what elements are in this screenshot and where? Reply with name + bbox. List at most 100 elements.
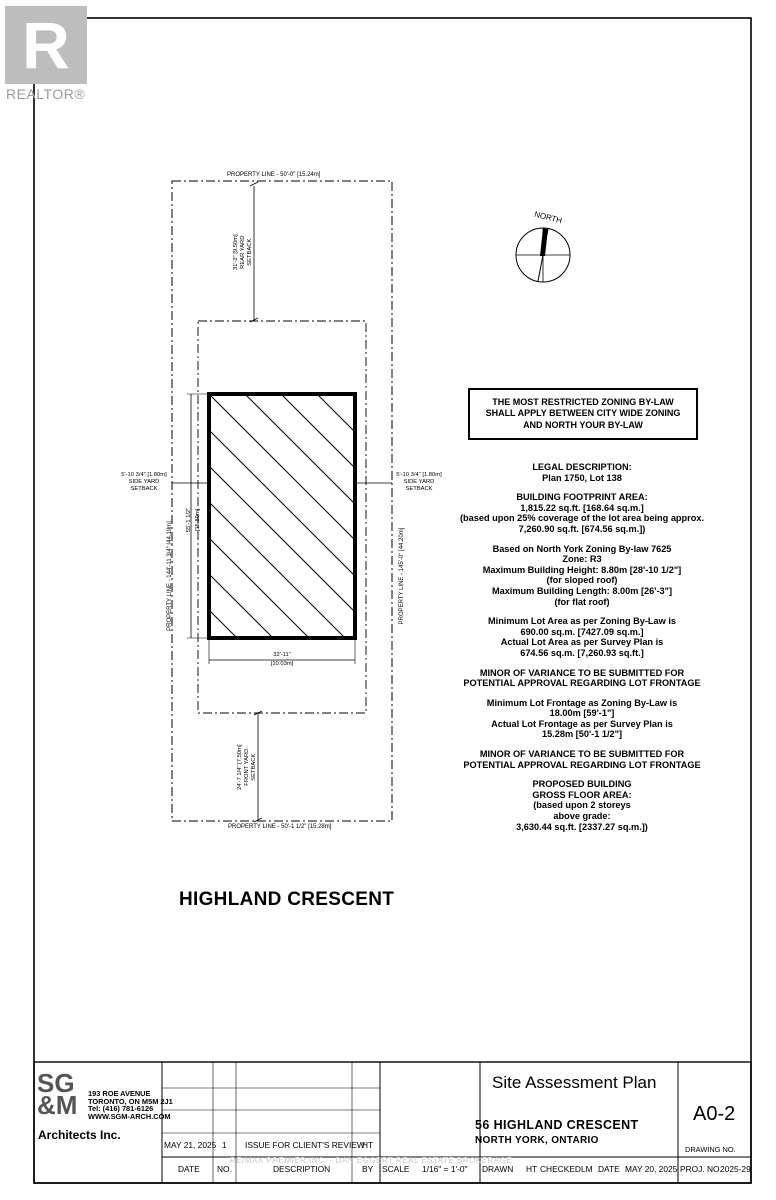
side-right-dimension: 5'-10 3/4" [1.80m] xyxy=(396,472,442,478)
note-line: (for sloped roof) xyxy=(546,575,618,586)
firm-address-line: 193 ROE AVENUE xyxy=(88,1089,151,1098)
project-address-line1: 56 HIGHLAND CRESCENT xyxy=(475,1118,639,1132)
building-depth-metric: [16.80m] xyxy=(195,508,201,532)
note-line: MINOR OF VARIANCE TO BE SUBMITTED FOR xyxy=(479,667,685,678)
street-name: HIGHLAND CRESCENT xyxy=(179,889,395,910)
drawn-value: HT xyxy=(526,1164,538,1174)
scale-value: 1/16" = 1'-0" xyxy=(422,1164,468,1174)
property-line-right-label: PROPERTY LINE - 145'-0" [44.20m] xyxy=(399,527,405,625)
firm-logo: SG &M xyxy=(37,1068,78,1120)
drawing-number: A0-2 xyxy=(693,1103,736,1125)
variance-note: MINOR OF VARIANCE TO BE SUBMITTED FOR PO… xyxy=(438,749,726,770)
variance-note: MINOR OF VARIANCE TO BE SUBMITTED FOR PO… xyxy=(438,668,726,689)
rear-setback-label: 31'-2" [9.50m] REAR YARD SETBACK xyxy=(233,217,253,287)
front-setback-dimension: 24'-7 1/4" [7.50m] xyxy=(236,744,243,790)
revision-description: ISSUE FOR CLIENT'S REVIEW xyxy=(245,1140,365,1150)
note-line: MINOR OF VARIANCE TO BE SUBMITTED FOR xyxy=(479,749,685,760)
note-line: (based upon 25% coverage of the lot area… xyxy=(459,513,705,524)
note-line: Based on North York Zoning By-law 7625 xyxy=(492,543,672,554)
note-line: 18.00m [59'-1"] xyxy=(549,708,615,719)
checked-label: CHECKED xyxy=(540,1164,581,1174)
side-right-sub: SETBACK xyxy=(405,485,433,492)
note-line: Minimum Lot Frontage as Zoning By-Law is xyxy=(486,697,678,708)
revision-by: HT xyxy=(362,1140,374,1150)
property-line-top-label: PROPERTY LINE - 50'-0" [15.24m] xyxy=(227,172,321,178)
gross-floor-area: PROPOSED BUILDING GROSS FLOOR AREA: (bas… xyxy=(438,779,726,832)
lot-area: Minimum Lot Area as per Zoning By-Law is… xyxy=(438,616,726,658)
note-line: 15.28m [50'-1 1/2"] xyxy=(541,729,623,740)
building-width-metric: [10.03m] xyxy=(270,661,294,667)
drawn-label: DRAWN xyxy=(482,1164,514,1174)
property-line-left-label: PROPERTY LINE - 144'-11 3/4" [44.19m] xyxy=(167,521,173,631)
setback-line xyxy=(197,320,367,714)
note-line: Maximum Building Height: 8.80m [28'-10 1… xyxy=(482,564,682,575)
zoning-note-box: THE MOST RESTRICTED ZONING BY-LAW SHALL … xyxy=(468,388,698,440)
side-right-label: 5'-10 3/4" [1.80m] SIDE YARD SETBACK xyxy=(387,472,451,492)
note-line: Zone: R3 xyxy=(562,554,602,565)
header-no: NO. xyxy=(217,1164,232,1174)
side-left-title: SIDE YARD xyxy=(128,478,160,485)
scale-label: SCALE xyxy=(382,1164,410,1174)
front-setback-title: FRONT YARD xyxy=(243,748,250,786)
zoning-note-line: AND NORTH YOUR BY-LAW xyxy=(523,419,643,430)
note-line: Plan 1750, Lot 138 xyxy=(542,472,622,483)
side-left-dimension: 5'-10 3/4" [1.80m] xyxy=(121,472,167,478)
property-line-bottom-label: PROPERTY LINE - 50'-1 1/2" [15.28m] xyxy=(228,824,332,830)
front-setback-sub: SETBACK xyxy=(250,753,257,781)
building-footprint xyxy=(207,392,357,640)
date-value: MAY 20, 2025 xyxy=(625,1164,678,1174)
brokerage-watermark: RE/MAX PREMIER INC. - DAN EGGERT REAL ES… xyxy=(230,1156,513,1165)
checked-value: LM xyxy=(581,1164,593,1174)
proj-value: 2025-29 xyxy=(720,1164,751,1174)
header-by: BY xyxy=(362,1164,374,1174)
note-line: POTENTIAL APPROVAL REGARDING LOT FRONTAG… xyxy=(463,678,701,689)
firm-address-line: WWW.SGM-ARCH.COM xyxy=(88,1111,171,1121)
note-line: GROSS FLOOR AREA: xyxy=(532,789,632,800)
note-line: PROPOSED BUILDING xyxy=(532,779,632,790)
revision-date: MAY 21, 2025 xyxy=(164,1140,217,1150)
note-line: (for flat roof) xyxy=(554,596,610,607)
note-line: Actual Lot Frontage as per Survey Plan i… xyxy=(491,718,673,729)
footprint-area: BUILDING FOOTPRINT AREA: 1,815.22 sq.ft.… xyxy=(438,492,726,534)
note-line: 1,815.22 sq.ft. [168.64 sq.m.] xyxy=(520,502,644,513)
north-arrow-icon xyxy=(515,227,571,283)
note-line: above grade: xyxy=(553,811,611,822)
realtor-logo-icon xyxy=(5,6,87,84)
rear-setback-title: REAR YARD xyxy=(239,235,246,269)
firm-address-line: TORONTO, ON M5M 2J1 xyxy=(88,1096,173,1106)
site-notes: LEGAL DESCRIPTION: Plan 1750, Lot 138 BU… xyxy=(438,462,726,841)
note-line: 3,630.44 sq.ft. [2337.27 sq.m.]) xyxy=(516,821,648,832)
zoning-bylaw: Based on North York Zoning By-law 7625 Z… xyxy=(438,544,726,608)
proj-label: PROJ. NO. xyxy=(680,1164,722,1174)
property-line xyxy=(171,180,393,822)
plan-title: Site Assessment Plan xyxy=(492,1073,657,1092)
note-line: LEGAL DESCRIPTION: xyxy=(532,462,632,472)
lot-frontage: Minimum Lot Frontage as Zoning By-Law is… xyxy=(438,698,726,740)
rear-setback-dimension: 31'-2" [9.50m] xyxy=(232,234,239,271)
side-left-label: 5'-10 3/4" [1.80m] SIDE YARD SETBACK xyxy=(112,472,176,492)
zoning-note-line: SHALL APPLY BETWEEN CITY WIDE ZONING xyxy=(485,408,681,419)
zoning-note-line: THE MOST RESTRICTED ZONING BY-LAW xyxy=(492,396,674,407)
legal-description: LEGAL DESCRIPTION: Plan 1750, Lot 138 xyxy=(438,462,726,483)
front-setback-label: 24'-7 1/4" [7.50m] FRONT YARD SETBACK xyxy=(237,732,257,802)
building-width-imperial: 32'-11" xyxy=(273,652,291,658)
note-line: Maximum Building Length: 8.00m [26'-3"] xyxy=(491,585,673,596)
firm-address-line: Tel: (416) 781-6126 xyxy=(88,1104,154,1114)
revision-no: 1 xyxy=(222,1140,227,1150)
header-date: DATE xyxy=(178,1164,200,1174)
building-hatch xyxy=(209,394,355,638)
side-right-title: SIDE YARD xyxy=(403,478,435,485)
firm-logo-line: SG xyxy=(37,1068,75,1098)
note-line: Minimum Lot Area as per Zoning By-Law is xyxy=(487,616,677,627)
note-line: Actual Lot Area as per Survey Plan is xyxy=(500,637,664,648)
rear-setback-sub: SETBACK xyxy=(246,238,253,266)
note-line: 690.00 sq.m. [7427.09 sq.m.] xyxy=(520,626,644,637)
side-left-sub: SETBACK xyxy=(130,485,158,492)
firm-logo-line: &M xyxy=(37,1090,78,1120)
header-description: DESCRIPTION xyxy=(273,1164,331,1174)
date-label: DATE xyxy=(598,1164,620,1174)
building-depth-imperial: 55'-1 1/2" xyxy=(186,507,192,533)
building-depth-label: 55'-1 1/2" [16.80m] xyxy=(185,490,203,550)
note-line: 7,260.90 sq.ft. [674.56 sq.m.]) xyxy=(518,523,646,534)
